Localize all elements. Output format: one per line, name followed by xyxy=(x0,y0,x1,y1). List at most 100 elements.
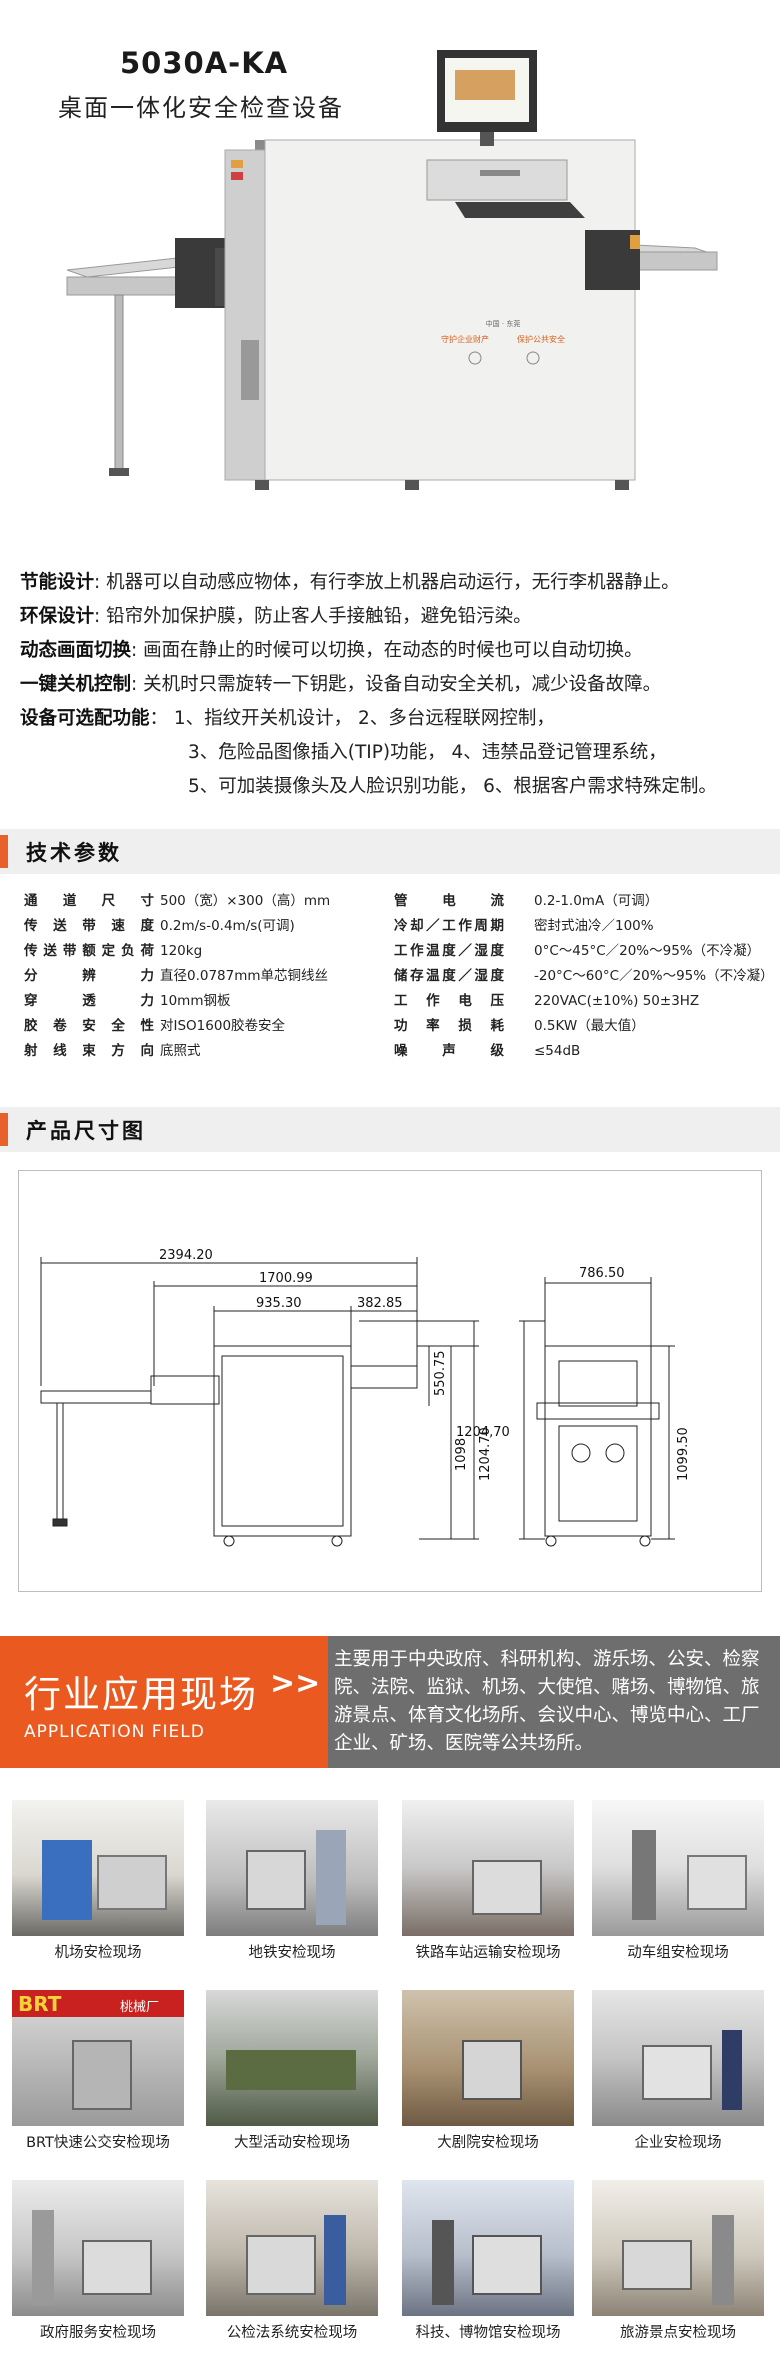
spec-row: 通道尺寸 500（宽）×300（高）mm 管电流 0.2-1.0mA（可调） xyxy=(24,889,764,914)
specs-table: 通道尺寸 500（宽）×300（高）mm 管电流 0.2-1.0mA（可调） 传送带速… xyxy=(24,889,774,1064)
feature-text: ： 1、指纹开关机设计， 2、多台远程联网控制， xyxy=(149,708,555,729)
spec-key: 功率损耗 xyxy=(394,1018,504,1034)
application-title-panel: 行业应用现场 >> APPLICATION FIELD xyxy=(0,1636,328,1768)
gallery-caption: 政府服务安检现场 xyxy=(40,2325,156,2341)
feature-item: 环保设计: 铅帘外加保护膜，防止客人手接触铅，避免铅污染。 xyxy=(20,600,770,634)
spec-value: 0.2m/s-0.4m/s(可调) xyxy=(160,918,295,934)
panel-brand-right: 保护公共安全 xyxy=(517,334,565,344)
gallery-caption: 动车组安检现场 xyxy=(627,1945,729,1961)
spec-value: 0.2-1.0mA（可调） xyxy=(534,893,659,909)
spec-key: 噪声级 xyxy=(394,1043,504,1059)
xray-machine-illustration: 中国 · 东莞 守护企业财产 保护公共安全 xyxy=(66,50,718,490)
spec-key: 冷却／工作周期 xyxy=(394,918,504,934)
dim-right-width: 382.85 xyxy=(357,1296,403,1311)
dim-mid-width: 1700.99 xyxy=(259,1271,313,1286)
product-subtitle: 桌面一体化安全检查设备 xyxy=(58,94,344,122)
application-subtitle-en: APPLICATION FIELD xyxy=(24,1722,205,1742)
feature-text: : 关机时只需旋转一下钥匙，设备自动安全关机，减少设备故障。 xyxy=(131,674,662,695)
spec-value: ≤54dB xyxy=(534,1043,581,1059)
feature-item: 设备可选配功能： 1、指纹开关机设计， 2、多台远程联网控制， xyxy=(20,702,770,736)
features-list: 节能设计: 机器可以自动感应物体，有行李放上机器启动运行，无行李机器静止。 环保… xyxy=(20,566,770,804)
feature-item: 节能设计: 机器可以自动感应物体，有行李放上机器启动运行，无行李机器静止。 xyxy=(20,566,770,600)
double-chevron-icon: >> xyxy=(270,1666,321,1701)
gallery-caption: 公检法系统安检现场 xyxy=(226,2325,358,2341)
spec-key: 胶卷安全性 xyxy=(24,1018,154,1034)
feature-label: 环保设计 xyxy=(20,606,95,627)
section-accent-bar xyxy=(0,1113,8,1146)
feature-extra-line: 5、可加装摄像头及人脸识别功能， 6、根据客户需求特殊定制。 xyxy=(188,776,717,797)
gallery-caption: 机场安检现场 xyxy=(54,1945,142,1961)
feature-label: 设备可选配功能 xyxy=(20,708,150,729)
hero-section: 中国 · 东莞 守护企业财产 保护公共安全 5030A-KA 桌面一体化安全检查… xyxy=(0,0,780,515)
spec-value: -20°C～60°C／20%～95%（不冷凝） xyxy=(534,968,774,984)
drawing-section-header: 产品尺寸图 xyxy=(0,1107,780,1152)
spec-row: 胶卷安全性对ISO1600胶卷安全 功率损耗 0.5KW（最大值） xyxy=(24,1014,764,1039)
specs-title: 技术参数 xyxy=(26,841,122,865)
brt-sign: BRT xyxy=(18,1992,62,2016)
spec-value: 0°C～45°C／20%～95%（不冷凝） xyxy=(534,943,761,959)
dim-side-width: 786.50 xyxy=(579,1266,625,1281)
dim-side-height-left: 1204,70 xyxy=(456,1425,510,1440)
dim-height-2: 1098 xyxy=(454,1438,469,1471)
gallery-caption: 科技、博物馆安检现场 xyxy=(415,2325,561,2341)
drawing-title: 产品尺寸图 xyxy=(26,1119,146,1143)
spec-row: 传送带额定负荷 120kg 工作温度／湿度 0°C～45°C／20%～95%（不冷凝） xyxy=(24,939,764,964)
gallery-caption: 大型活动安检现场 xyxy=(234,2135,350,2151)
feature-label: 一键关机控制 xyxy=(20,674,132,695)
spec-key: 穿透力 xyxy=(24,993,154,1009)
spec-row: 分辨力直径0.0787mm单芯铜线丝 储存温度／湿度 -20°C～60°C／20%～… xyxy=(24,964,774,989)
gallery-photo-railway xyxy=(402,1800,574,1936)
model-number: 5030A-KA xyxy=(120,46,289,80)
spec-value: 直径0.0787mm单芯铜线丝 xyxy=(160,968,329,984)
spec-key: 分辨力 xyxy=(24,968,154,984)
spec-key: 通道尺寸 xyxy=(24,893,154,909)
specs-section-header: 技术参数 xyxy=(0,829,780,874)
gallery-photo-museum xyxy=(402,2180,574,2316)
gallery-photo-government xyxy=(12,2180,184,2316)
feature-label: 节能设计 xyxy=(20,572,95,593)
panel-origin-text: 中国 · 东莞 xyxy=(486,319,521,328)
gallery-caption: 大剧院安检现场 xyxy=(437,2135,539,2151)
application-title: 行业应用现场 xyxy=(24,1673,258,1716)
spec-key: 传送带额定负荷 xyxy=(24,943,154,959)
application-description-panel: 主要用于中央政府、科研机构、游乐场、公安、检察院、法院、监狱、机场、大使馆、赌场… xyxy=(318,1636,780,1768)
gallery-photo-judicial xyxy=(206,2180,378,2316)
dim-total-width: 2394.20 xyxy=(159,1248,213,1263)
feature-item: 一键关机控制: 关机时只需旋转一下钥匙，设备自动安全关机，减少设备故障。 xyxy=(20,668,770,702)
spec-key: 传送带速度 xyxy=(24,918,154,934)
spec-key: 射线束方向 xyxy=(24,1043,154,1059)
feature-item: 动态画面切换: 画面在静止的时候可以切换，在动态的时候也可以自动切换。 xyxy=(20,634,770,668)
feature-text: : 铅帘外加保护膜，防止客人手接触铅，避免铅污染。 xyxy=(94,606,532,627)
gallery-photo-enterprise xyxy=(592,1990,764,2126)
panel-brand-left: 守护企业财产 xyxy=(441,334,489,344)
spec-value: 底照式 xyxy=(160,1043,201,1059)
gallery-photo-metro xyxy=(206,1800,378,1936)
spec-value: 120kg xyxy=(160,943,203,959)
spec-key: 管电流 xyxy=(394,893,504,909)
gallery-photo-bullet-train xyxy=(592,1800,764,1936)
spec-value: 0.5KW（最大值） xyxy=(534,1018,645,1034)
spec-value: 500（宽）×300（高）mm xyxy=(160,893,331,909)
application-banner: 主要用于中央政府、科研机构、游乐场、公安、检察院、法院、监狱、机场、大使馆、赌场… xyxy=(0,1636,780,1768)
dim-body-width: 935.30 xyxy=(256,1296,302,1311)
gallery-caption: 旅游景点安检现场 xyxy=(620,2325,736,2341)
dim-side-height-right: 1099.50 xyxy=(676,1427,691,1481)
dim-height-3: 1204.70 xyxy=(478,1427,493,1481)
gallery-caption: 地铁安检现场 xyxy=(248,1945,336,1961)
spec-row: 射线束方向底照式 噪声级 ≤54dB xyxy=(24,1039,764,1064)
feature-extra-line: 3、危险品图像插入(TIP)功能， 4、违禁品登记管理系统， xyxy=(188,742,667,763)
gallery-photo-tourist xyxy=(592,2180,764,2316)
gallery-caption: 企业安检现场 xyxy=(634,2135,722,2151)
dimension-drawing-svg: 2394.20 1700.99 935.30 382.85 550.75 109… xyxy=(40,1248,691,1547)
gallery-caption: BRT快速公交安检现场 xyxy=(26,2135,170,2151)
spec-value: 10mm钢板 xyxy=(160,993,231,1009)
spec-key: 工作温度／湿度 xyxy=(394,943,504,959)
gallery-caption: 铁路车站运输安检现场 xyxy=(415,1945,561,1961)
spec-key: 储存温度／湿度 xyxy=(394,968,504,984)
spec-value: 对ISO1600胶卷安全 xyxy=(160,1018,286,1034)
feature-text: : 机器可以自动感应物体，有行李放上机器启动运行，无行李机器静止。 xyxy=(94,572,680,593)
brt-station-sign: 桃械厂 xyxy=(120,2000,160,2015)
